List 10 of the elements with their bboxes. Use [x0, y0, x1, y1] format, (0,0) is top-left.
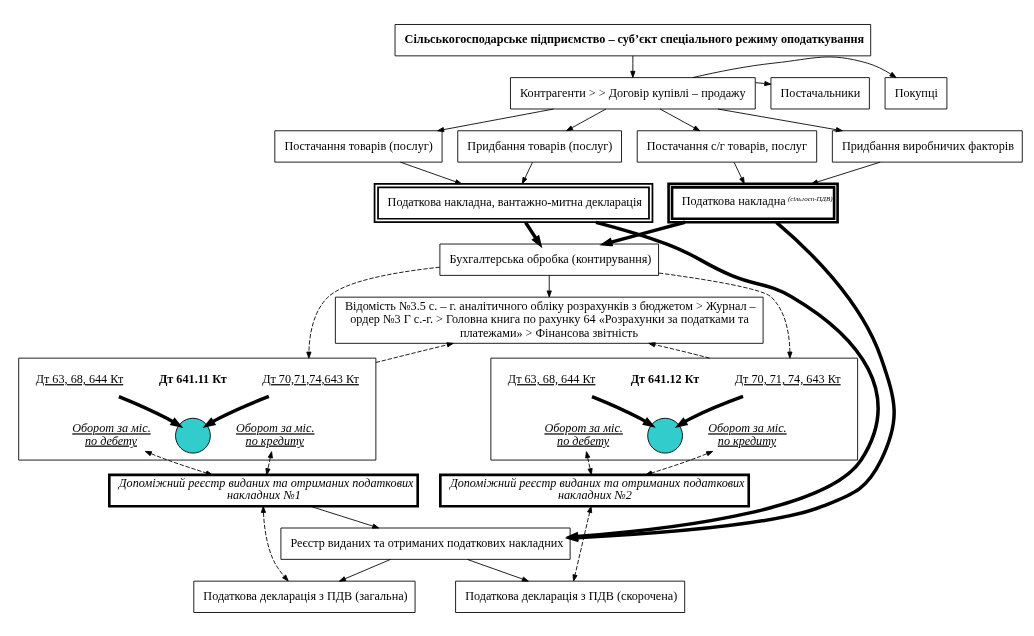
- node-text: Дт 70,71,74,643 Кт: [262, 371, 359, 386]
- node-text: Оборот за міс. по кредиту: [708, 420, 787, 448]
- node-text: Дт 641.12 Кт: [630, 371, 700, 386]
- node-text: Оборот за міс. по дебету: [544, 420, 623, 448]
- node-text: Дт 63, 68, 644 Кт: [507, 371, 596, 386]
- node-text: Дт 70, 71, 74, 643 Кт: [734, 371, 841, 386]
- node-text: Дт 63, 68, 644 Кт: [35, 371, 124, 386]
- node-text: Оборот за міс. по кредиту: [236, 420, 315, 448]
- node-text: Оборот за міс. по дебету: [72, 420, 151, 448]
- node-text: Дт 641.11 Кт: [158, 371, 227, 386]
